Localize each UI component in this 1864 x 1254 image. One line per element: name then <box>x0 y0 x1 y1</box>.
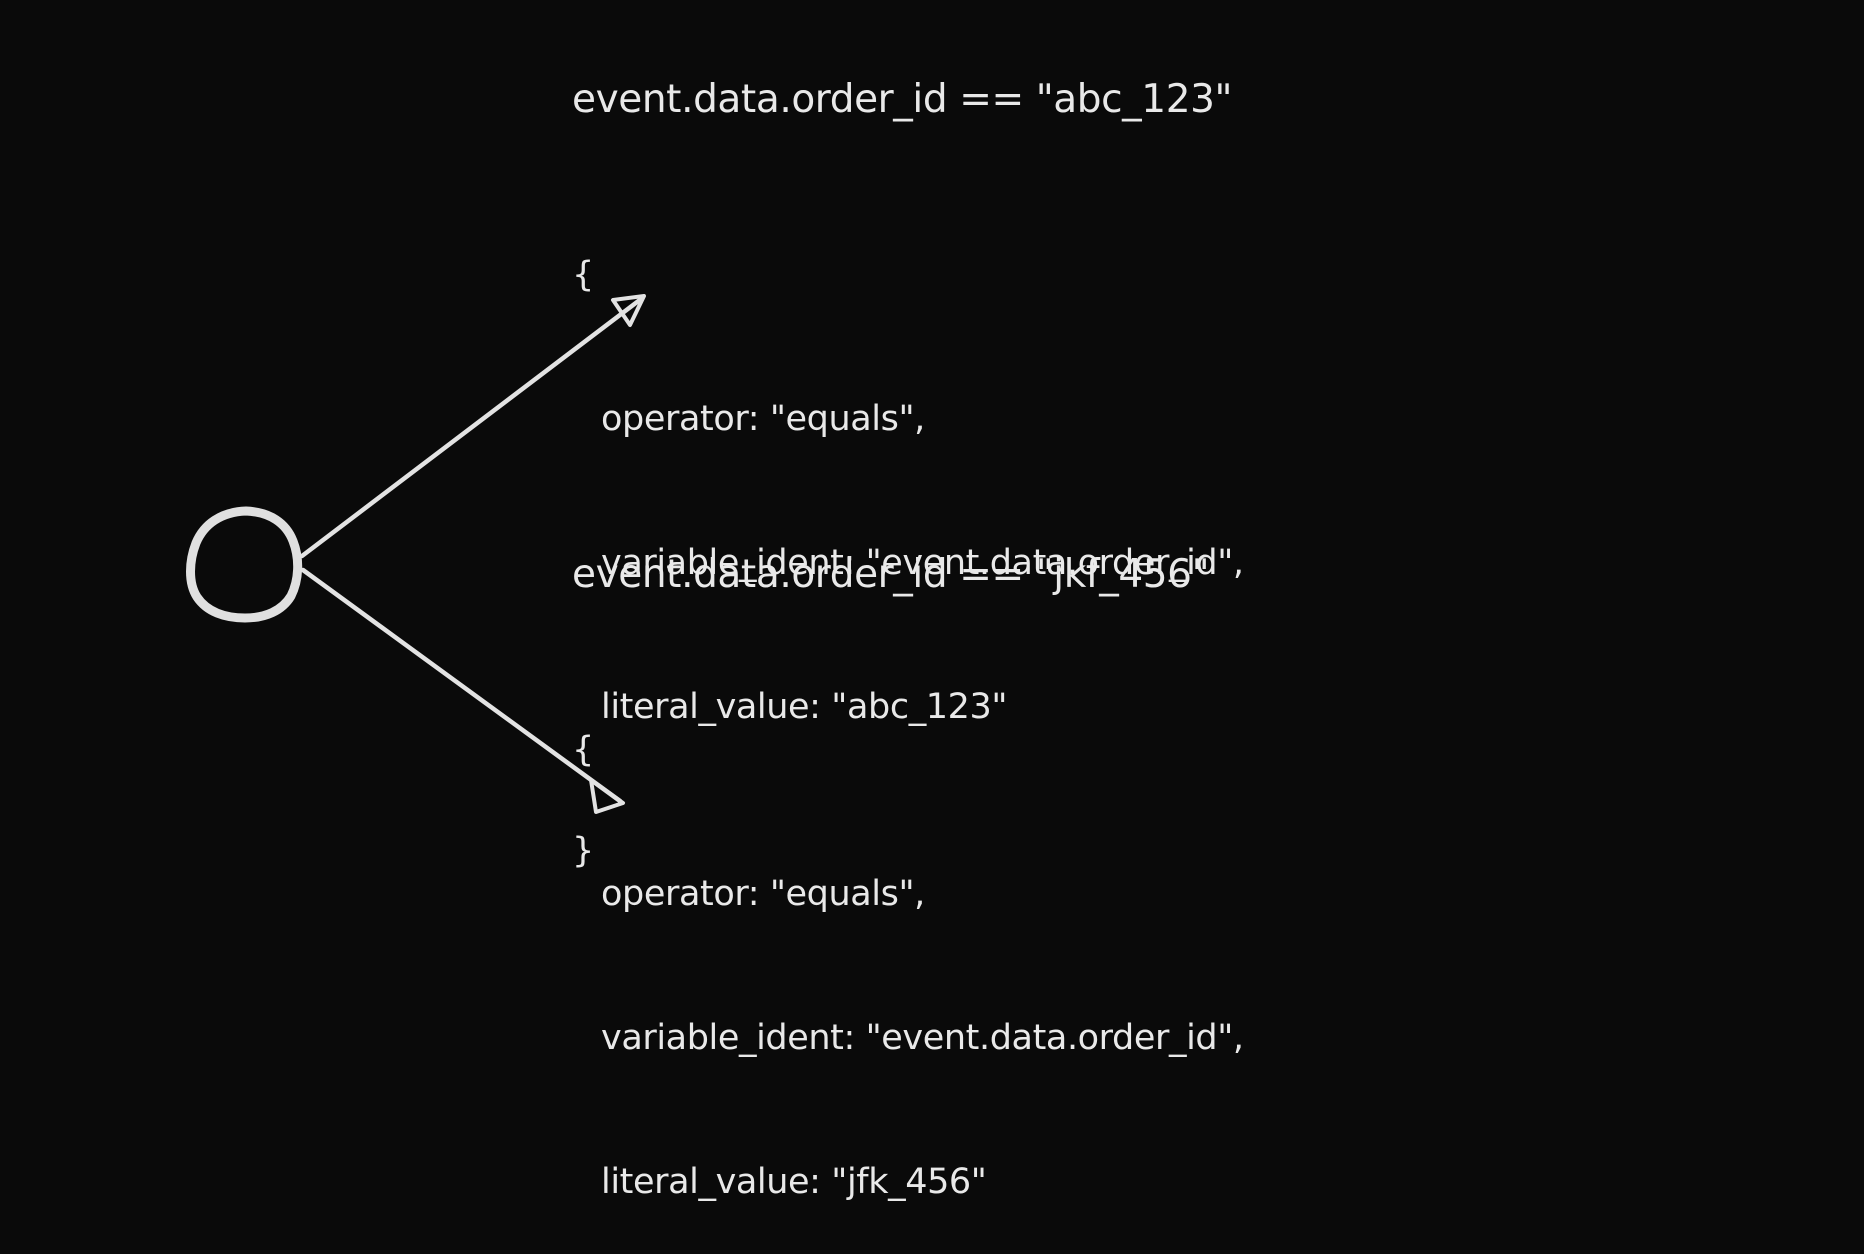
ellipse-node-icon <box>186 506 303 623</box>
branch-2-heading: event.data.order_id == "jkf_456" <box>572 552 1210 597</box>
code-line-literal-value: literal_value: "abc_123" <box>601 687 1008 727</box>
branch-1-code-block: { operator: "equals", variable_ident: "e… <box>572 155 1244 971</box>
code-line-open-brace: { <box>572 730 594 770</box>
code-line-close-brace: } <box>572 831 594 871</box>
code-line-operator: operator: "equals", <box>601 399 925 439</box>
code-line-operator: operator: "equals", <box>601 874 925 914</box>
code-line-variable-ident: variable_ident: "event.data.order_id", <box>601 1018 1244 1058</box>
code-line-literal-value: literal_value: "jfk_456" <box>601 1162 987 1202</box>
code-line-variable-ident: variable_ident: "event.data.order_id", <box>601 543 1244 583</box>
code-line-open-brace: { <box>572 255 594 295</box>
condition-node[interactable] <box>186 506 303 623</box>
branch-1-heading: event.data.order_id == "abc_123" <box>572 77 1233 122</box>
branch-2-code-block: { operator: "equals", variable_ident: "e… <box>572 630 1244 1254</box>
